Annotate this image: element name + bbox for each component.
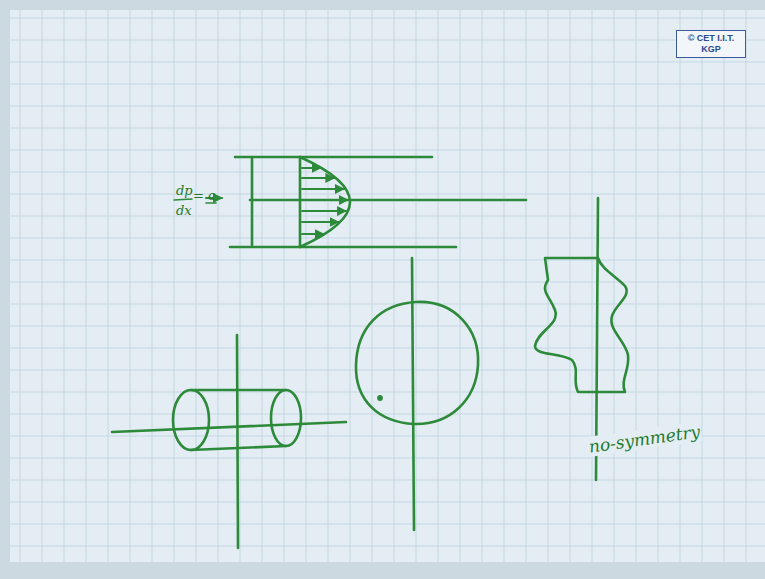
grid-line bbox=[10, 502, 765, 503]
grid-line bbox=[10, 348, 765, 349]
grid-line bbox=[20, 10, 21, 562]
equals-constant: = c bbox=[192, 188, 216, 203]
grid-line bbox=[350, 10, 351, 562]
grid-line bbox=[10, 414, 765, 415]
grid-line bbox=[746, 10, 747, 562]
grid-line bbox=[504, 10, 505, 562]
derivative-numerator: dp bbox=[175, 183, 194, 198]
grid-line bbox=[10, 458, 765, 459]
grid-line bbox=[284, 10, 285, 562]
grid-line bbox=[680, 10, 681, 562]
velocity-arrow bbox=[302, 188, 344, 190]
grid-line bbox=[658, 10, 659, 562]
grid-line bbox=[10, 260, 765, 261]
grid-line bbox=[196, 10, 197, 562]
logo-text: © CET I.I.T. KGP bbox=[680, 33, 742, 55]
grid-line bbox=[592, 10, 593, 562]
grid-line bbox=[570, 10, 571, 562]
grid-line bbox=[10, 62, 765, 63]
grid-line bbox=[10, 128, 765, 129]
grid-line bbox=[152, 10, 153, 562]
grid-line bbox=[218, 10, 219, 562]
grid-line bbox=[10, 480, 765, 481]
fraction-bar bbox=[174, 199, 192, 200]
grid-line bbox=[10, 172, 765, 173]
grid-line bbox=[372, 10, 373, 562]
grid-line bbox=[10, 326, 765, 327]
grid-line bbox=[10, 106, 765, 107]
grid-line bbox=[86, 10, 87, 562]
grid-line bbox=[416, 10, 417, 562]
grid-line bbox=[10, 282, 765, 283]
velocity-arrow bbox=[302, 199, 348, 201]
channel-flow bbox=[174, 157, 526, 247]
grid-line bbox=[174, 10, 175, 562]
logo-box: © CET I.I.T. KGP bbox=[676, 30, 746, 58]
grid-line bbox=[10, 40, 765, 41]
paper bbox=[10, 10, 765, 562]
grid-line bbox=[240, 10, 241, 562]
grid-line bbox=[262, 10, 263, 562]
velocity-arrow bbox=[302, 167, 321, 169]
circle-section bbox=[356, 258, 478, 530]
grid-line bbox=[394, 10, 395, 562]
grid-line bbox=[10, 238, 765, 239]
velocity-arrow bbox=[302, 177, 334, 179]
grid-line bbox=[548, 10, 549, 562]
grid-line bbox=[42, 10, 43, 562]
grid-line bbox=[306, 10, 307, 562]
grid-line bbox=[482, 10, 483, 562]
grid-line bbox=[10, 150, 765, 151]
grid-line bbox=[10, 84, 765, 85]
cylinder bbox=[112, 335, 346, 548]
grid-line bbox=[130, 10, 131, 562]
grid-line bbox=[438, 10, 439, 562]
grid-line bbox=[108, 10, 109, 562]
grid-line bbox=[614, 10, 615, 562]
grid-line bbox=[328, 10, 329, 562]
grid-line bbox=[526, 10, 527, 562]
grid bbox=[10, 10, 765, 562]
grid-line bbox=[702, 10, 703, 562]
grid-line bbox=[10, 304, 765, 305]
grid-line bbox=[10, 216, 765, 217]
grid-line bbox=[10, 18, 765, 19]
grid-line bbox=[724, 10, 725, 562]
grid-line bbox=[10, 392, 765, 393]
derivative-denominator: dx bbox=[175, 203, 193, 218]
velocity-arrow bbox=[302, 233, 324, 235]
grid-line bbox=[64, 10, 65, 562]
grid-line bbox=[636, 10, 637, 562]
note-text: no-symmetry bbox=[587, 421, 703, 457]
grid-line bbox=[10, 546, 765, 547]
grid-line bbox=[10, 524, 765, 525]
grid-line bbox=[460, 10, 461, 562]
grid-line bbox=[10, 194, 765, 195]
velocity-arrow bbox=[302, 221, 339, 223]
grid-line bbox=[10, 370, 765, 371]
velocity-arrow bbox=[302, 210, 346, 212]
